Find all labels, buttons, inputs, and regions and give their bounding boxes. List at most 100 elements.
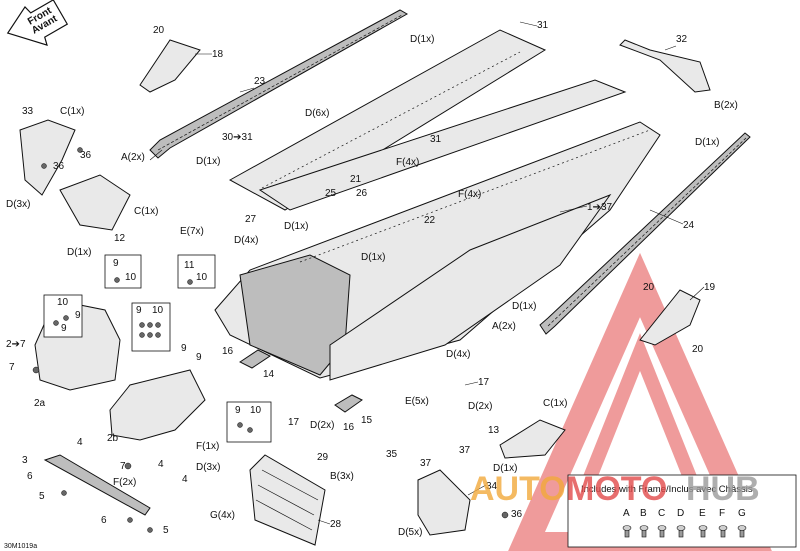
part-label-d1x-8: D(1x) — [493, 463, 517, 474]
part-label-9e: 9 — [181, 343, 187, 354]
footrest-14 — [239, 349, 271, 369]
rail-23 — [149, 9, 409, 159]
legend-letter-c: C — [658, 508, 665, 519]
legend-title: Includes with Frame/Inclus avec Châssis — [581, 484, 753, 495]
watermark-auto: AUTO — [470, 470, 566, 508]
part-label-b2x: B(2x) — [714, 100, 738, 111]
part-label-27: 27 — [245, 214, 257, 225]
part-label-35: 35 — [386, 449, 398, 460]
part-label-d6x: D(6x) — [305, 108, 329, 119]
part-label-d1x-2: D(1x) — [410, 34, 434, 45]
part-label-2a: 2a — [34, 398, 46, 409]
hardware-box-10-9 — [43, 294, 83, 338]
leader-lines — [149, 21, 705, 525]
part-label-d4x-1: D(4x) — [234, 235, 258, 246]
legend-fastener-a-icon — [622, 525, 632, 538]
part-label-34: 34 — [486, 481, 498, 492]
tunnel-upper — [228, 29, 627, 211]
hardware-box-9-10c — [226, 401, 272, 443]
part-label-9b: 9 — [75, 310, 81, 321]
part-label-12: 12 — [114, 233, 126, 244]
part-label-17a: 17 — [478, 377, 490, 388]
part-label-37a: 37 — [459, 445, 471, 456]
part-label-2b: 2b — [107, 433, 119, 444]
part-label-d3x-2: D(3x) — [196, 462, 220, 473]
front-direction-arrow: Front Avant — [6, 0, 69, 46]
part-label-a2x-2: A(2x) — [492, 321, 516, 332]
part-label-a2x-1: A(2x) — [121, 152, 145, 163]
part-label-7a: 7 — [9, 362, 15, 373]
legend-fastener-d-icon — [676, 525, 686, 538]
part-label-c1x-3: C(1x) — [543, 398, 567, 409]
part-label-10b: 10 — [196, 272, 208, 283]
hardware-legend: Includes with Frame/Inclus avec Châssis … — [567, 474, 797, 548]
part-label-c1x-2: C(1x) — [134, 206, 158, 217]
part-label-f2x: F(2x) — [113, 477, 136, 488]
part-label-16b: 16 — [343, 422, 355, 433]
bracket-32 — [619, 39, 711, 93]
bracket-34 — [417, 469, 471, 536]
part-label-6b: 6 — [101, 515, 107, 526]
legend-letter-d: D — [677, 508, 684, 519]
part-label-d1x-5: D(1x) — [695, 137, 719, 148]
bracket-33 — [19, 119, 76, 196]
part-label-14: 14 — [263, 369, 275, 380]
part-label-30-31: 30➔31 — [222, 132, 253, 143]
watermark-moto: MOTO — [566, 470, 667, 508]
legend-letter-e: E — [699, 508, 706, 519]
part-label-16a: 16 — [222, 346, 234, 357]
part-label-e7x: E(7x) — [180, 226, 204, 237]
part-label-20a: 20 — [153, 25, 165, 36]
bracket-12 — [59, 174, 131, 231]
part-label-10a: 10 — [125, 272, 137, 283]
part-label-5b: 5 — [163, 525, 169, 536]
part-label-22: 22 — [424, 215, 436, 226]
bracket-19 — [639, 289, 701, 346]
part-label-9a: 9 — [113, 258, 119, 269]
bracket-18 — [139, 39, 201, 93]
part-label-6a: 6 — [27, 471, 33, 482]
part-label-29: 29 — [317, 452, 329, 463]
part-label-13: 13 — [488, 425, 500, 436]
bracket-13 — [499, 419, 566, 459]
watermark-hub: HUB — [686, 470, 760, 508]
part-label-20b: 20 — [643, 282, 655, 293]
part-label-9c: 9 — [61, 323, 67, 334]
legend-letter-f: F — [719, 508, 725, 519]
part-label-28: 28 — [330, 519, 342, 530]
part-label-d2x-1: D(2x) — [468, 401, 492, 412]
part-label-g4x: G(4x) — [210, 510, 235, 521]
part-label-f4x-1: F(4x) — [396, 157, 419, 168]
part-label-3: 3 — [22, 455, 28, 466]
part-label-7b: 7 — [120, 461, 126, 472]
part-label-25: 25 — [325, 188, 337, 199]
watermark-text: AUTO MOTO HUB — [470, 470, 760, 508]
part-label-d1x-7: D(1x) — [512, 301, 536, 312]
part-label-18: 18 — [212, 49, 224, 60]
part-label-31a: 31 — [537, 20, 549, 31]
part-label-2-7: 2➔7 — [6, 339, 26, 350]
part-label-17b: 17 — [288, 417, 300, 428]
part-label-d2x-2: D(2x) — [310, 420, 334, 431]
part-label-37b: 37 — [420, 458, 432, 469]
part-label-10e: 10 — [250, 405, 262, 416]
part-label-23: 23 — [254, 76, 266, 87]
legend-fastener-f-icon — [718, 525, 728, 538]
part-label-f4x-2: F(4x) — [458, 189, 481, 200]
part-label-31b: 31 — [430, 134, 442, 145]
part-label-36c: 36 — [511, 509, 523, 520]
part-label-d3x-1: D(3x) — [6, 199, 30, 210]
hardware-box-11-10 — [177, 254, 216, 289]
hardware-box-9-10a — [104, 254, 142, 289]
part-label-d1x-1: D(1x) — [196, 156, 220, 167]
part-label-33: 33 — [22, 106, 34, 117]
part-label-1-37: 1➔37 — [587, 202, 613, 213]
part-label-9d: 9 — [136, 305, 142, 316]
part-label-15: 15 — [361, 415, 373, 426]
part-label-d1x-4: D(1x) — [284, 221, 308, 232]
part-label-10c: 10 — [57, 297, 69, 308]
diagram-code: 30M1019a — [4, 543, 37, 550]
bracket-2b — [109, 369, 206, 441]
